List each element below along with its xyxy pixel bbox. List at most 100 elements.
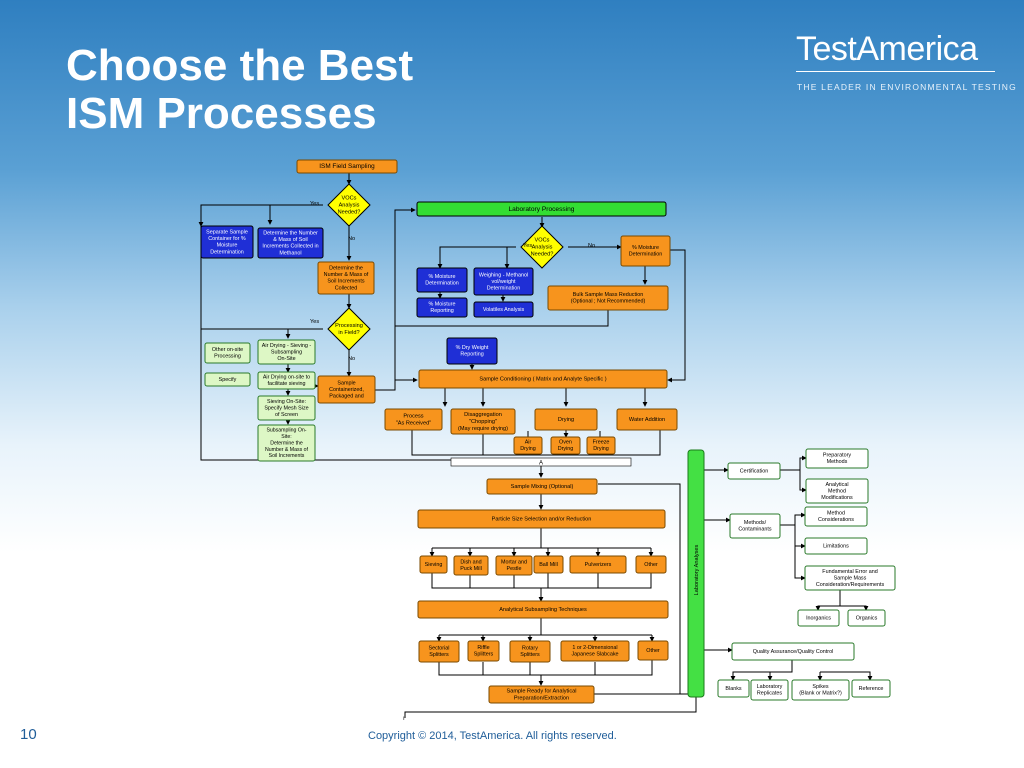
oven-drying-text: Oven bbox=[559, 440, 572, 446]
determine-methanol-text: Increments Collected in bbox=[262, 244, 318, 250]
ism-field-sampling-box: ISM Field Sampling bbox=[296, 159, 398, 174]
pct-moisture-right-text: Determination bbox=[629, 252, 663, 258]
subsampling-onsite-text: Number & Mass of bbox=[265, 447, 309, 453]
other-onsite-text: Processing bbox=[214, 354, 241, 360]
disaggregation-text: Disaggregation bbox=[464, 412, 502, 418]
dish-puck-text: Puck Mill bbox=[460, 566, 482, 572]
determine-collected-text: Collected bbox=[335, 285, 357, 291]
analytical-method-mods-text: Modifications bbox=[821, 495, 853, 501]
freeze-drying-text: Drying bbox=[593, 446, 609, 452]
copyright-footer: Copyright © 2014, TestAmerica. All right… bbox=[368, 730, 617, 742]
other-onsite-text: Other on-site bbox=[212, 347, 243, 353]
preparatory-methods-text: Preparatory bbox=[823, 453, 851, 459]
bulk-sample-mass-text: (Optional ; Not Recommended) bbox=[571, 299, 646, 305]
lab-replicates-text: Replicates bbox=[757, 691, 782, 697]
determine-methanol-text: Determine the Number bbox=[263, 231, 318, 237]
no-label-lab-vocs: No bbox=[588, 243, 595, 249]
subsampling-onsite-text: Subsampling On- bbox=[266, 428, 306, 434]
logo-underline bbox=[796, 71, 995, 72]
qa-qc-text: Quality Assurance/Quality Control bbox=[753, 649, 834, 655]
determine-methanol-box: Determine the Number& Mass of SoilIncrem… bbox=[257, 227, 324, 259]
vocs-lab-text: Analysis bbox=[532, 244, 553, 250]
air-drying-sieving-text: Air Drying - Sieving - bbox=[262, 343, 312, 349]
water-addition-box: Water Addition bbox=[616, 408, 678, 431]
lab-replicates-text: Laboratory bbox=[757, 684, 783, 690]
pulverizers-box: Pulverizers bbox=[569, 555, 627, 574]
testamerica-logo: TestAmerica bbox=[796, 30, 978, 68]
fundamental-error-text: Sample Mass bbox=[834, 575, 867, 581]
weighing-methanol-text: Determination bbox=[487, 286, 521, 292]
logo-tagline: THE LEADER IN ENVIRONMENTAL TESTING bbox=[797, 82, 1017, 92]
laboratory-analyses-bar: Laboratory Analyses bbox=[687, 449, 705, 698]
bulk-sample-mass-box: Bulk Sample Mass Reduction(Optional ; No… bbox=[547, 285, 669, 311]
specify-box: Specify bbox=[204, 372, 251, 387]
limitations-box: Limitations bbox=[804, 537, 868, 555]
air-drying-onsite-text: facilitate sieving bbox=[267, 381, 305, 387]
disaggregation-text: (May require drying) bbox=[458, 426, 508, 432]
vocs-field-text: VOCs bbox=[342, 196, 357, 202]
organics-box: Organics bbox=[847, 609, 886, 627]
sample-ready-text: Preparation/Extraction bbox=[514, 695, 569, 701]
ball-mill-box: Ball Mill bbox=[533, 555, 564, 574]
methods-contaminants-box: Methods/Contaminants bbox=[729, 513, 781, 539]
dish-puck-text: Dish and bbox=[460, 560, 481, 566]
analytical-subsampling-box: Analytical Subsampling Techniques bbox=[417, 600, 669, 619]
weighing-methanol-text: Weighing - Methanol bbox=[479, 272, 528, 278]
air-drying-sieving-text: Subsampling bbox=[271, 349, 302, 355]
volatiles-analysis-text: Volatiles Analysis bbox=[483, 307, 525, 313]
sectorial-text: Splitters bbox=[429, 652, 449, 658]
laboratory-analyses-text: Laboratory Analyses bbox=[694, 544, 700, 595]
other-mill-box: Other bbox=[635, 555, 667, 574]
fundamental-error-text: Fundamental Error and bbox=[822, 569, 877, 575]
mortar-pestle-text: Mortar and bbox=[501, 560, 527, 566]
determine-collected-text: Determine the bbox=[329, 266, 363, 272]
small-mark: ı bbox=[403, 716, 405, 722]
sieving-onsite-text: of Screen bbox=[275, 412, 298, 418]
air-drying-onsite-text: Air Drying on-site to bbox=[263, 375, 310, 381]
subsampling-onsite-text: Site: bbox=[281, 434, 291, 440]
separate-sample-text: Determination bbox=[210, 249, 244, 255]
spikes-box: Spikes(Blank or Matrix?) bbox=[791, 679, 850, 701]
weighing-methanol-box: Weighing - Methanolvol/weightDeterminati… bbox=[473, 267, 534, 296]
sieving-box: Sieving bbox=[419, 555, 448, 574]
volatiles-analysis-box: Volatiles Analysis bbox=[473, 301, 534, 318]
no-label-processing: No bbox=[348, 356, 355, 362]
methods-contaminants-text: Methods/ bbox=[744, 520, 767, 526]
disaggregation-text: "Chopping" bbox=[469, 419, 497, 425]
particle-size-box: Particle Size Selection and/or Reduction bbox=[417, 509, 666, 529]
air-drying-text: Drying bbox=[520, 446, 536, 452]
process-as-received-text: Process bbox=[403, 414, 423, 420]
subsampling-onsite-text: Soil Increments bbox=[269, 453, 305, 459]
spikes-text: (Blank or Matrix?) bbox=[799, 691, 842, 697]
sieving-text: Sieving bbox=[425, 562, 443, 568]
oven-drying-text: Drying bbox=[558, 446, 574, 452]
pct-dry-weight-text: % Dry Weight bbox=[456, 345, 489, 351]
riffle-text: Riffle bbox=[477, 645, 489, 651]
blanks-box: Blanks bbox=[717, 679, 750, 698]
spikes-text: Spikes bbox=[812, 684, 828, 690]
determine-collected-text: Soil Increments bbox=[327, 279, 364, 285]
fundamental-error-text: Consideration/Requirements bbox=[816, 582, 885, 588]
analytical-subsampling-text: Analytical Subsampling Techniques bbox=[499, 607, 587, 613]
subsampling-onsite-box: Subsampling On-Site:Determine theNumber … bbox=[257, 424, 316, 462]
reference-text: Reference bbox=[859, 686, 884, 692]
ism-field-sampling-text: ISM Field Sampling bbox=[319, 163, 375, 170]
riffle-text: Splitters bbox=[474, 652, 494, 658]
blanks-text: Blanks bbox=[725, 686, 741, 692]
sample-containerized-text: Packaged and bbox=[329, 394, 363, 400]
determine-methanol-text: & Mass of Soil bbox=[273, 237, 307, 243]
drying-box: Drying bbox=[534, 408, 598, 431]
